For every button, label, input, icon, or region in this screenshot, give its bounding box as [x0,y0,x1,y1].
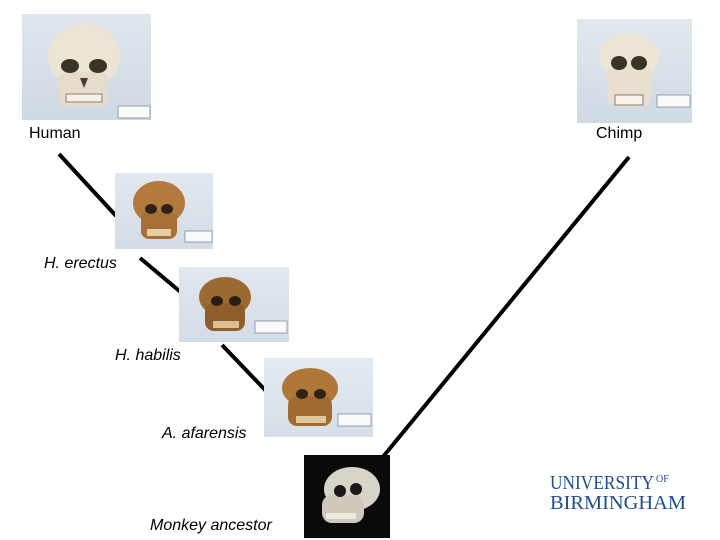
label-monkey-ancestor: Monkey ancestor [150,517,272,534]
branch-erectus-habilis [138,256,185,296]
erectus-skull-icon [133,181,213,243]
label-h-erectus: H. erectus [44,255,117,272]
university-logo: UNIVERSITY OF BIRMINGHAM [550,472,686,513]
label-h-habilis: H. habilis [115,347,181,364]
erectus-skull-photo [115,173,213,249]
label-chimp: Chimp [596,125,643,142]
branch-chimp-ancestor [380,155,631,460]
habilis-skull-photo [179,267,289,342]
afarensis-skull-icon [282,368,372,427]
afarensis-skull-photo [264,358,373,437]
label-human: Human [29,125,81,142]
logo-of: OF [656,474,669,485]
branch-human-erectus [57,152,120,220]
monkey-skull-icon [322,467,380,523]
label-a-afarensis: A. afarensis [162,425,247,442]
branch-habilis-afarensis [220,343,270,395]
monkey-skull-photo [304,455,390,538]
human-skull-photo [22,14,151,120]
chimp-skull-photo [577,19,692,123]
logo-line1: UNIVERSITY [550,472,654,494]
chimp-skull-icon [599,33,691,108]
habilis-skull-icon [199,277,288,334]
human-skull-icon [48,24,151,119]
logo-line2: BIRMINGHAM [550,492,686,513]
